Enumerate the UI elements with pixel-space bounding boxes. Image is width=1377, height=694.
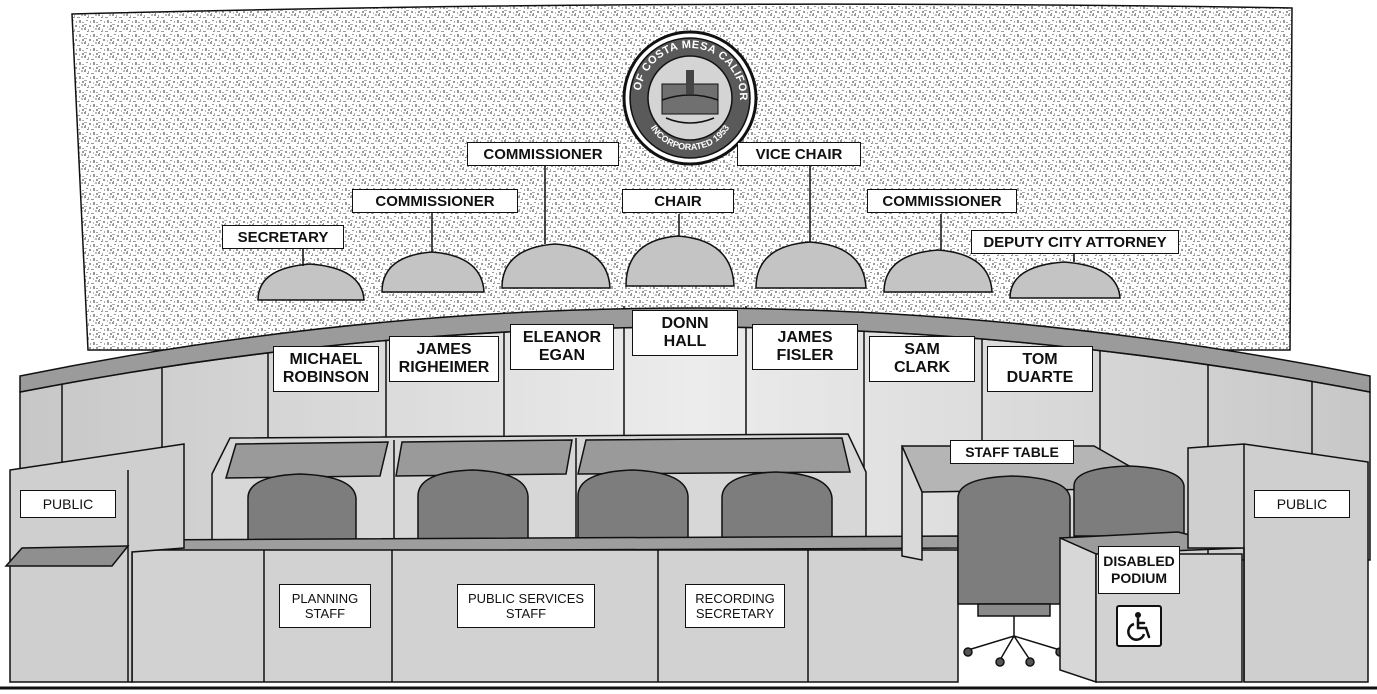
nameplate-line2: EGAN	[538, 347, 586, 364]
nameplate-line2: RIGHEIMER	[398, 359, 490, 376]
nameplate-tom-duarte: TOM DUARTE	[987, 346, 1093, 392]
wheelchair-glyph	[1127, 612, 1151, 641]
wheelchair-icon	[1116, 605, 1162, 647]
label-staff-table: STAFF TABLE	[950, 440, 1074, 464]
chair-commissioner-center	[501, 243, 611, 289]
dais-chairs	[257, 235, 1121, 301]
label-deputy-city-attorney: DEPUTY CITY ATTORNEY	[971, 230, 1179, 254]
label-line1: PLANNING	[291, 591, 359, 606]
label-vice-chair: VICE CHAIR	[737, 142, 861, 166]
nameplate-michael-robinson: MICHAEL ROBINSON	[273, 346, 379, 392]
label-chair: CHAIR	[622, 189, 734, 213]
nameplate-line1: JAMES	[416, 341, 472, 358]
label-secretary: SECRETARY	[222, 225, 344, 249]
label-planning-staff: PLANNING STAFF	[279, 584, 371, 628]
chair-commissioner-right	[883, 249, 993, 293]
label-line2: PODIUM	[1111, 570, 1167, 586]
back-wall	[71, 3, 1293, 351]
nameplate-line1: ELEANOR	[522, 329, 602, 346]
chair-deputy-city-attorney	[1009, 261, 1121, 299]
chair-vice-chair	[755, 241, 867, 289]
nameplate-line1: JAMES	[777, 329, 833, 346]
label-line2: STAFF	[304, 606, 346, 621]
nameplate-line1: DONN	[661, 315, 709, 332]
staff-desk	[211, 433, 867, 541]
nameplate-sam-clark: SAM CLARK	[869, 336, 975, 382]
nameplate-donn-hall: DONN HALL	[632, 310, 738, 356]
label-line1: PUBLIC SERVICES	[467, 591, 585, 606]
label-line1: DISABLED	[1103, 553, 1175, 569]
nameplate-line1: SAM	[904, 341, 940, 358]
label-commissioner-center: COMMISSIONER	[467, 142, 619, 166]
nameplate-line2: ROBINSON	[282, 369, 370, 386]
label-line2: SECRETARY	[695, 606, 775, 621]
label-public-left: PUBLIC	[20, 490, 116, 518]
label-public-services-staff: PUBLIC SERVICES STAFF	[457, 584, 595, 628]
chair-secretary	[257, 263, 365, 301]
nameplate-line2: DUARTE	[1006, 369, 1074, 386]
label-line1: RECORDING	[695, 591, 775, 606]
staff-chairs	[247, 469, 833, 541]
staff-table-chairs	[957, 465, 1185, 667]
label-public-right: PUBLIC	[1254, 490, 1350, 518]
label-recording-secretary: RECORDING SECRETARY	[685, 584, 785, 628]
nameplate-line1: MICHAEL	[289, 351, 363, 368]
label-commissioner-right: COMMISSIONER	[867, 189, 1017, 213]
label-line2: STAFF	[505, 606, 547, 621]
nameplate-line2: FISLER	[776, 347, 834, 364]
nameplate-eleanor-egan: ELEANOR EGAN	[510, 324, 614, 370]
nameplate-line2: HALL	[663, 333, 707, 350]
label-commissioner-left: COMMISSIONER	[352, 189, 518, 213]
chair-chair	[625, 235, 735, 287]
leader-lines	[302, 164, 1075, 266]
nameplate-line1: TOM	[1022, 351, 1058, 368]
nameplate-james-fisler: JAMES FISLER	[752, 324, 858, 370]
label-disabled-podium: DISABLED PODIUM	[1098, 546, 1180, 594]
nameplate-james-righeimer: JAMES RIGHEIMER	[389, 336, 499, 382]
chair-commissioner-left	[381, 251, 485, 293]
nameplate-line2: CLARK	[894, 359, 950, 376]
